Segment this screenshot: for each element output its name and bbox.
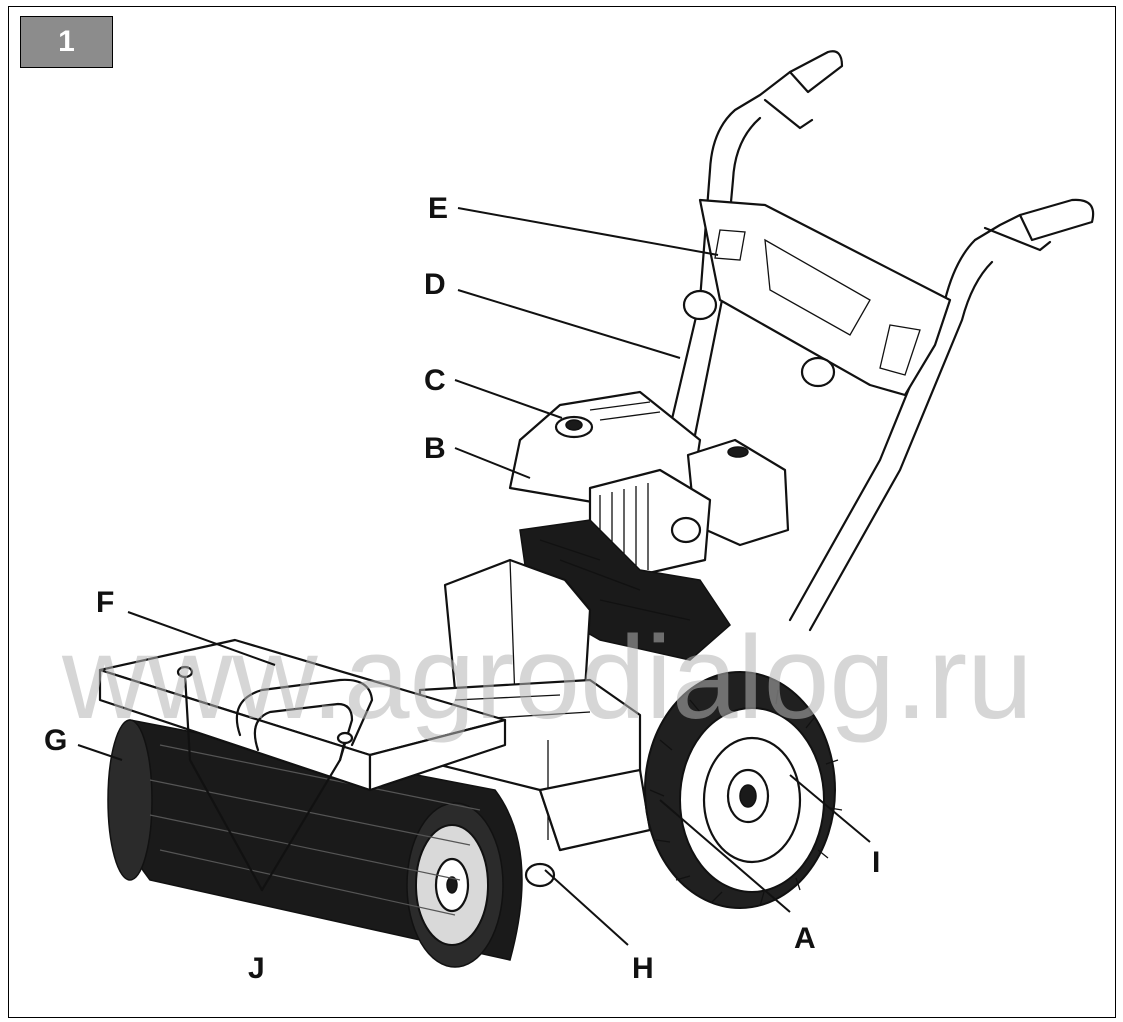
adjustment-rods — [176, 665, 354, 892]
handlebar — [658, 50, 1095, 632]
callout-D: D — [424, 268, 446, 301]
callout-J: J — [248, 952, 265, 985]
figure-frame — [8, 6, 1116, 1018]
callout-A: A — [794, 922, 816, 955]
watermark-text: www.agrodialog.ru — [61, 612, 1033, 744]
engine — [443, 390, 790, 717]
callout-F: F — [96, 586, 114, 619]
drive-wheel — [644, 671, 843, 909]
callout-H: H — [632, 952, 654, 985]
callout-labels: E D C B F G I A H J — [44, 192, 880, 985]
callout-leaders — [77, 207, 871, 946]
support-wheel — [524, 862, 556, 888]
figure-number-badge: 1 — [20, 16, 113, 68]
brush-cover — [98, 638, 507, 792]
callout-G: G — [44, 724, 67, 757]
callout-I: I — [872, 846, 880, 879]
callout-C: C — [424, 364, 446, 397]
callout-B: B — [424, 432, 446, 465]
callout-E: E — [428, 192, 448, 225]
